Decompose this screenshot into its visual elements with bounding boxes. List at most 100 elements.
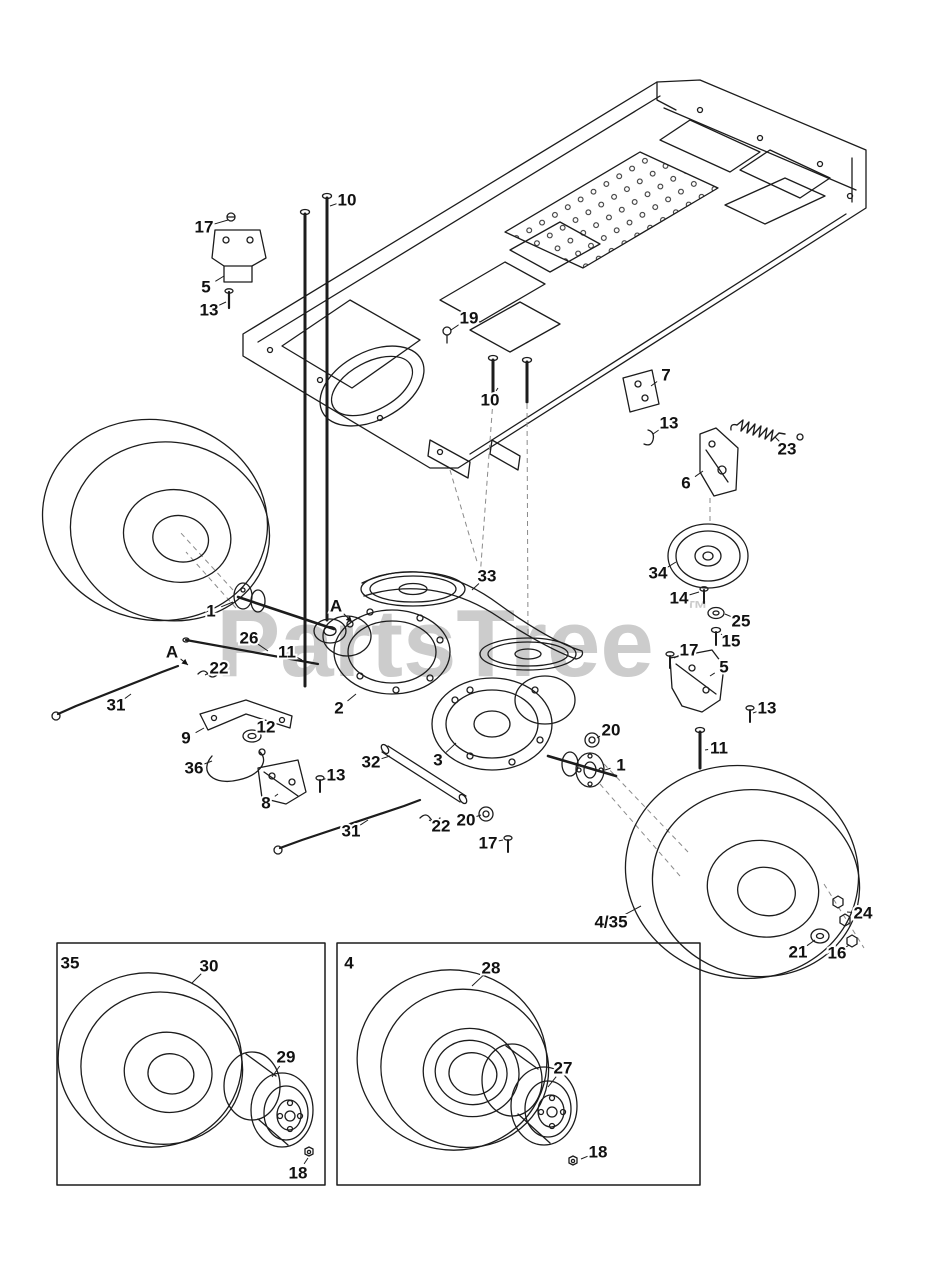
callout-leader-line [806,939,816,947]
projection-lines [179,399,865,949]
callout-label-6: 6 [681,474,690,493]
callout-label-33: 33 [478,567,497,586]
callout-leader-line [343,613,353,623]
callout-label-12: 12 [257,718,276,737]
callout-label-A: A [330,597,342,616]
callout-label-31: 31 [342,822,361,841]
callout-label-24: 24 [854,904,873,923]
callout-label-11: 11 [710,739,728,758]
callout-leader-line [124,693,132,699]
callout-label-11: 11 [278,643,296,662]
callout-leader-line [204,760,213,765]
callout-label-22: 22 [210,659,229,678]
callout-label-8: 8 [261,794,270,813]
lift-rods [299,192,533,688]
transaxle-assembly [313,571,584,771]
callout-label-22: 22 [432,817,451,836]
callout-leader-line [204,672,210,676]
callout-label-17: 17 [195,218,214,237]
callout-leader-line [218,301,227,306]
callout-label-36: 36 [185,759,204,778]
callout-label-13: 13 [660,414,679,433]
callout-leader-line [271,1065,281,1078]
callout-leader-line [303,1157,309,1165]
callout-leader-line [476,814,482,817]
callout-label-4-35: 4/35 [594,913,627,932]
callout-label-17: 17 [680,641,699,660]
callout-leader-line [450,323,461,331]
callout-leader-line [774,436,780,442]
callout-leader-line [321,778,326,781]
callout-label-20: 20 [457,811,476,830]
callout-label-13: 13 [200,301,219,320]
callout-leader-line [673,654,680,659]
callout-label-18: 18 [589,1143,608,1162]
callout-leader-line [709,672,716,677]
callout-leader-line [498,839,504,842]
callout-label-1: 1 [206,602,215,621]
callout-label-32: 32 [362,753,381,772]
callout-leader-line [652,428,661,435]
callout-leader-line [689,591,700,596]
front-bracket [211,212,267,310]
callout-label-20: 20 [602,721,621,740]
callout-label-13: 13 [758,699,777,718]
callout-label-5: 5 [719,658,728,677]
callout-label-21: 21 [789,943,808,962]
callout-leader-line [191,973,202,984]
callout-leader-line [604,767,611,771]
callout-label-28: 28 [482,959,501,978]
callout-label-31: 31 [107,696,126,715]
callout-label-14: 14 [670,589,689,608]
callout-leader-line [471,975,484,987]
callout-leader-line [347,693,357,702]
callout-label-17: 17 [479,834,498,853]
left-axle [233,582,336,631]
callout-label-25: 25 [732,612,751,631]
rear-bracket [665,649,755,770]
watermark-tm: ™ [686,596,708,621]
callout-leader-line [329,203,337,207]
callout-label-16: 16 [828,944,847,963]
callout-label-13: 13 [327,766,346,785]
control-rods [51,637,600,855]
callout-label-5: 5 [201,278,210,297]
callout-label-10: 10 [481,391,500,410]
callout-leader-line [752,711,757,714]
callout-leader-line [215,275,225,282]
callout-leader-line [580,1155,589,1160]
idler-pulley [667,523,749,646]
callout-label-3: 3 [433,751,442,770]
callout-label-27: 27 [554,1059,573,1078]
callout-label-19: 19 [460,309,479,328]
callout-leader-line [694,470,704,478]
callout-label-23: 23 [778,440,797,459]
callout-leader-line [495,387,499,392]
callout-label-1: 1 [616,756,625,775]
callout-leader-line [724,613,732,618]
callout-leader-line [445,742,457,753]
callout-leader-line [596,735,602,739]
callout-leader-line [381,755,391,760]
lower-brackets [199,699,325,805]
callout-leader-line [428,819,432,822]
callout-leader-line [667,561,677,568]
callout-label-10: 10 [338,191,357,210]
mower-frame [242,79,867,479]
callout-label-26: 26 [240,629,259,648]
callout-leader-line [214,219,229,225]
callout-label-34: 34 [649,564,668,583]
callout-leader-line [471,583,480,591]
callout-leader-line [274,793,279,797]
callout-label-18: 18 [289,1164,308,1183]
callout-leader-line [547,1076,557,1088]
callout-leader-line [195,727,205,734]
callout-leader-line [296,656,303,661]
callout-label-30: 30 [200,957,219,976]
callout-leader-line [257,643,269,652]
callout-leader-line [180,658,189,666]
callout-label-2: 2 [334,699,343,718]
callout-label-29: 29 [277,1048,296,1067]
